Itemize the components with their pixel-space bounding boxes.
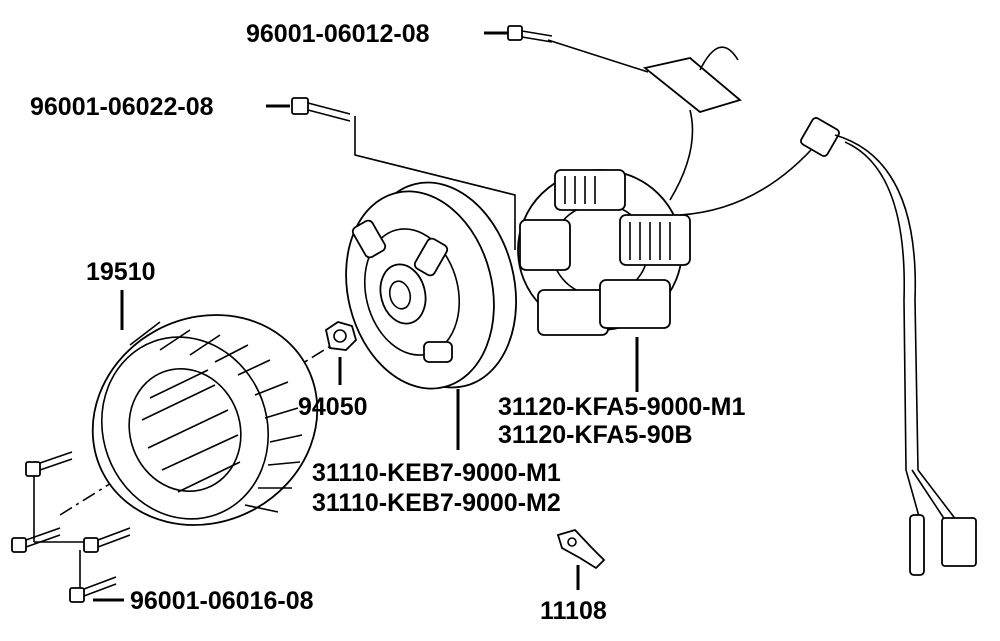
label-bracket: 11108	[540, 597, 607, 625]
cooling-fan-icon	[91, 314, 319, 526]
bolt-top-icon	[507, 25, 553, 43]
label-flywheel-2: 31110-KEB7-9000-M2	[312, 489, 561, 517]
label-nut: 94050	[298, 393, 368, 421]
bolt-upper-icon	[291, 97, 351, 122]
wire-harness-icon	[642, 46, 977, 576]
label-bolt-top: 96001-06012-08	[246, 20, 430, 48]
nut-icon	[324, 321, 358, 351]
stator-icon	[517, 169, 691, 336]
label-flywheel-1: 31110-KEB7-9000-M1	[312, 459, 561, 487]
bracket-icon	[556, 528, 606, 570]
bolt-lower-icon	[11, 451, 131, 603]
label-stator-1: 31120-KFA5-9000-M1	[498, 393, 745, 421]
label-bolt-lower: 96001-06016-08	[130, 587, 314, 615]
label-bolt-upper: 96001-06022-08	[30, 93, 214, 121]
flywheel-icon	[345, 181, 517, 390]
leader-lines	[33, 31, 649, 602]
label-fan: 19510	[86, 258, 156, 286]
label-stator-2: 31120-KFA5-90B	[498, 421, 693, 449]
